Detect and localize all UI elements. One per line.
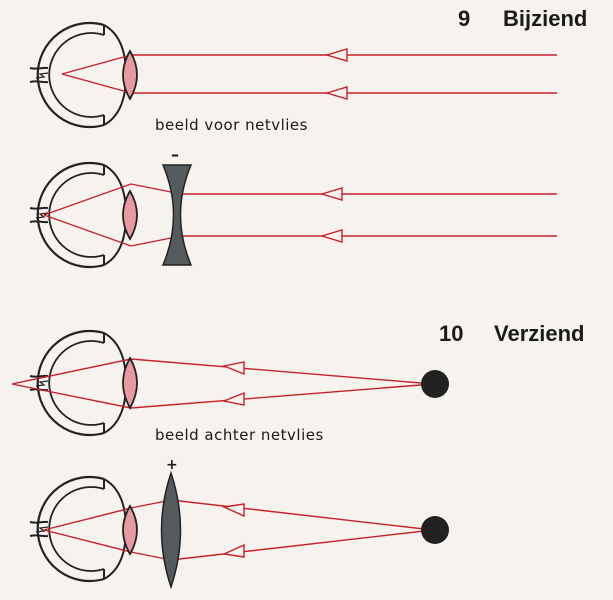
light-rays (43, 183, 557, 247)
eye-myopic-corrected: – (28, 145, 557, 269)
object-point (421, 516, 449, 544)
light-rays (11, 358, 434, 409)
heading-number: 9 (458, 6, 470, 31)
minus-sign: – (171, 145, 179, 164)
heading-number: 10 (439, 321, 463, 346)
ray-arrow (221, 503, 245, 558)
ray-arrow (324, 48, 348, 100)
heading-bijziend: 9 Bijziend (458, 6, 587, 31)
eye-hyperopic-uncorrected (11, 329, 449, 437)
eye-lens (122, 189, 138, 241)
eye-lens (122, 49, 138, 101)
heading-title: Bijziend (503, 6, 587, 31)
eye-myopic-uncorrected (28, 21, 557, 129)
heading-title: Verziend (494, 321, 584, 346)
caption-image-before-retina: beeld voor netvlies (155, 116, 308, 134)
heading-verziend: 10 Verziend (439, 321, 584, 346)
eye-outline (28, 21, 128, 129)
ray-arrow (221, 361, 245, 406)
concave-lens (161, 164, 193, 266)
eye-outline (28, 329, 128, 437)
ray-arrow (319, 187, 343, 243)
object-point (421, 370, 449, 398)
eye-lens (122, 504, 138, 556)
eye-outline (28, 475, 128, 583)
caption-image-behind-retina: beeld achter netvlies (155, 426, 324, 444)
convex-lens (160, 470, 182, 590)
eye-hyperopic-corrected: + (28, 457, 449, 590)
eye-lens (122, 356, 138, 410)
plus-sign: + (166, 457, 178, 473)
